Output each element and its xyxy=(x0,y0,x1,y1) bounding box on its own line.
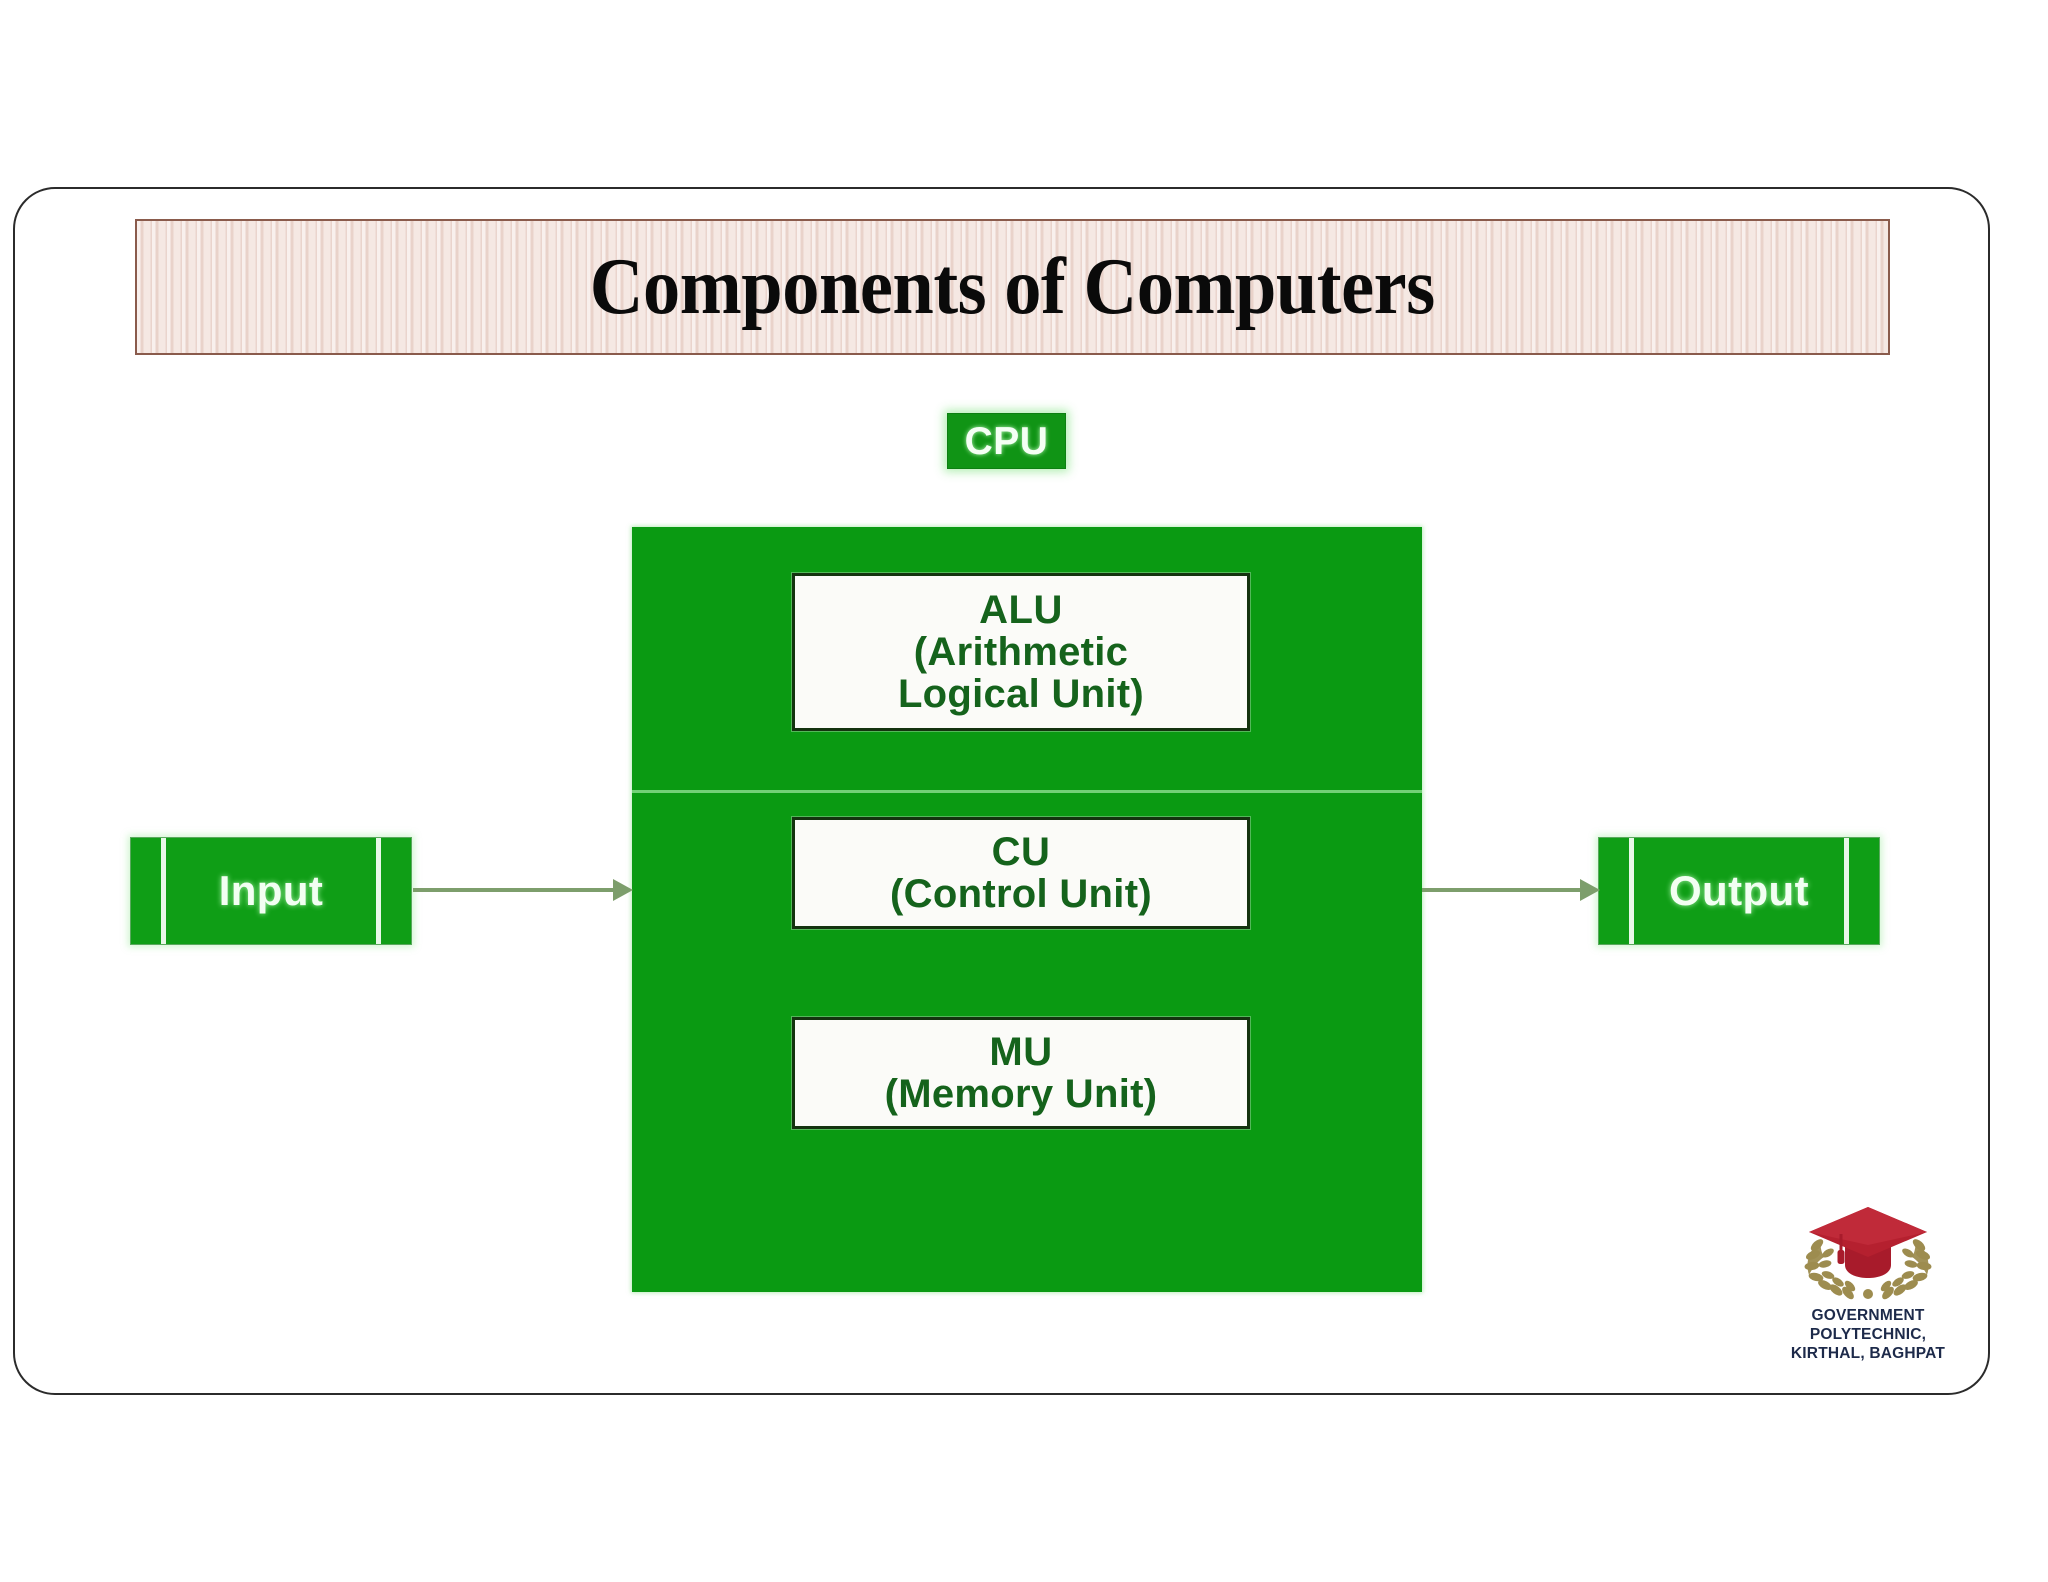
input-label: Input xyxy=(218,867,324,914)
logo-caption: GOVERNMENT POLYTECHNIC, KIRTHAL, BAGHPAT xyxy=(1753,1307,1983,1364)
input-right-bar xyxy=(376,838,381,944)
output-label: Output xyxy=(1668,867,1809,914)
alu-title: ALU xyxy=(979,588,1063,632)
alu-subtitle-line2: Logical Unit) xyxy=(897,672,1145,716)
institution-logo: GOVERNMENT POLYTECHNIC, KIRTHAL, BAGHPAT xyxy=(1753,1201,1983,1362)
alu-unit-box: ALU (Arithmetic Logical Unit) xyxy=(792,573,1250,731)
cpu-divider-line xyxy=(632,790,1422,793)
cu-unit-box: CU (Control Unit) xyxy=(792,817,1250,929)
page-title: Components of Computers xyxy=(590,243,1435,331)
mu-subtitle-line1: (Memory Unit) xyxy=(884,1072,1158,1116)
slide-frame: Components of Computers CPU ALU (Arithme… xyxy=(13,187,1990,1395)
arrow-cpu-to-output-icon xyxy=(1422,879,1600,901)
graduation-cap-wreath-icon xyxy=(1783,1201,1953,1305)
output-block: Output xyxy=(1598,837,1880,945)
logo-caption-line2: KIRTHAL, BAGHPAT xyxy=(1790,1344,1946,1362)
arrow-input-to-cpu-icon xyxy=(413,879,633,901)
mu-title: MU xyxy=(989,1030,1053,1074)
arrow-output-line xyxy=(1422,888,1584,892)
cpu-label-text: CPU xyxy=(964,419,1049,463)
cpu-container-box: ALU (Arithmetic Logical Unit) CU (Contro… xyxy=(632,527,1422,1292)
cpu-label-chip: CPU xyxy=(947,413,1066,469)
arrow-input-head xyxy=(613,879,633,901)
cu-title: CU xyxy=(991,830,1051,874)
arrow-input-line xyxy=(413,888,617,892)
title-banner: Components of Computers xyxy=(135,219,1890,355)
output-left-bar xyxy=(1629,838,1634,944)
alu-subtitle-line1: (Arithmetic xyxy=(913,630,1129,674)
arrow-output-head xyxy=(1580,879,1600,901)
cu-subtitle-line1: (Control Unit) xyxy=(890,872,1152,916)
logo-caption-line1: GOVERNMENT POLYTECHNIC, xyxy=(1809,1307,1927,1343)
mu-unit-box: MU (Memory Unit) xyxy=(792,1017,1250,1129)
input-block: Input xyxy=(130,837,412,945)
output-right-bar xyxy=(1844,838,1849,944)
input-left-bar xyxy=(161,838,166,944)
